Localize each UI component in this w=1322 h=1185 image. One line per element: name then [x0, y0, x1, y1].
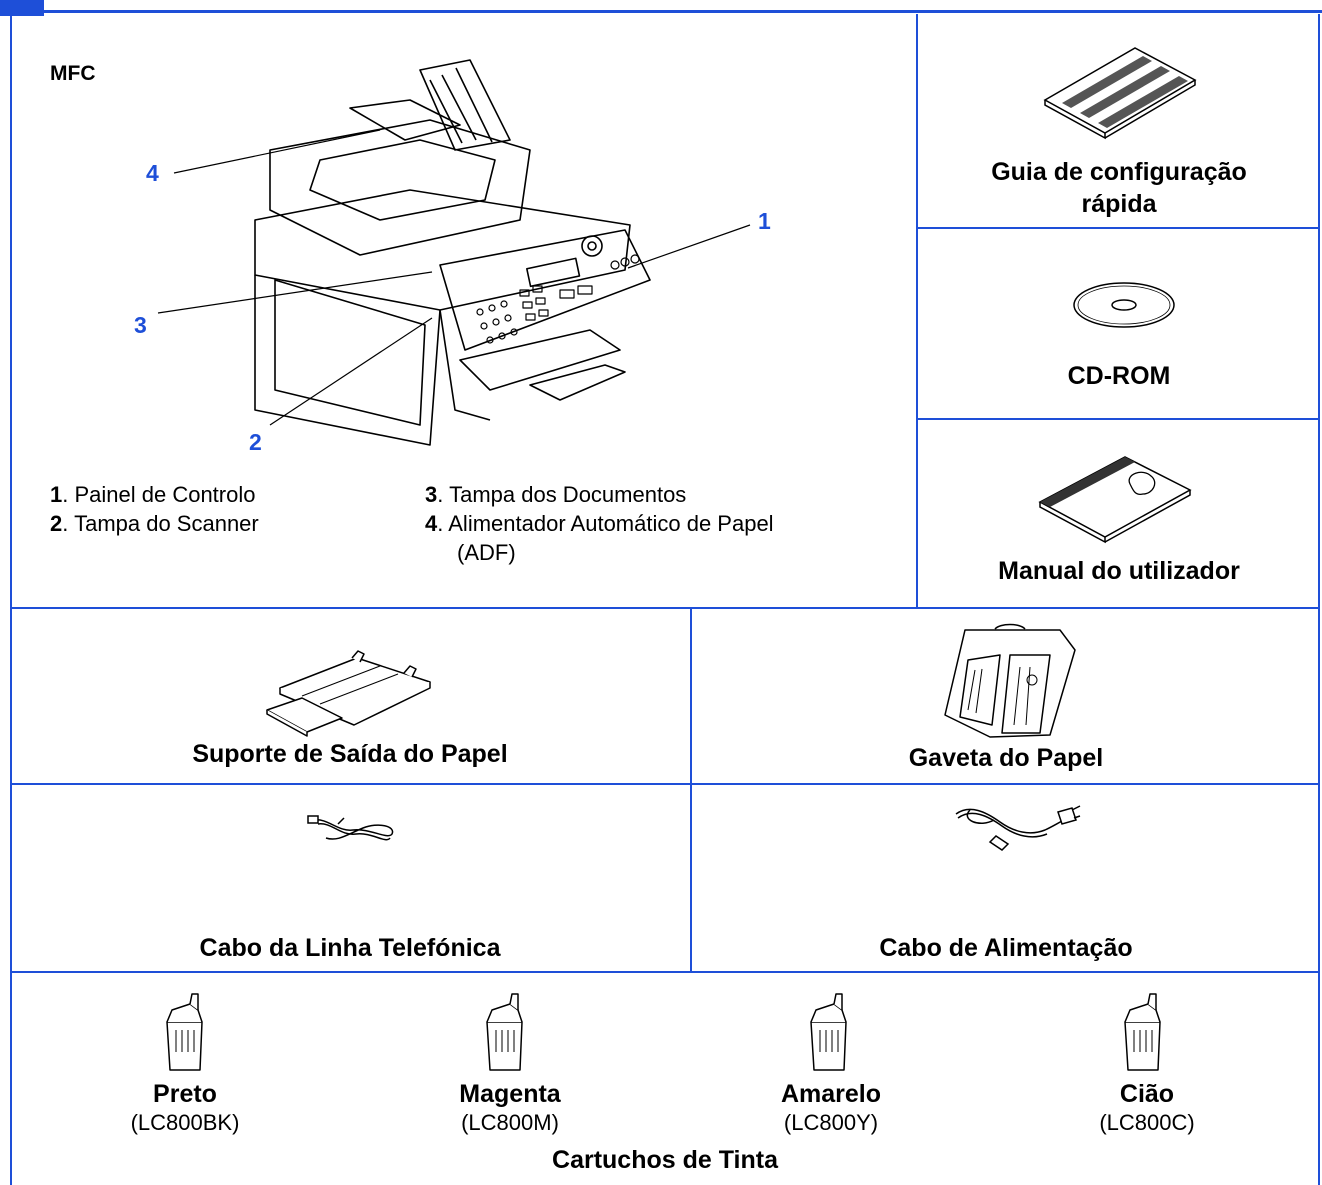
ink-cartridge-icon [486, 993, 523, 1071]
mfc-title: MFC [50, 62, 96, 85]
legend-item-3: 3. Tampa dos Documentos [425, 482, 687, 507]
paper-tray-illustration [944, 623, 1076, 738]
divider [690, 607, 692, 973]
legend-item-2: 2. Tampa do Scanner [50, 511, 259, 536]
cartridge-magenta-name: Magenta [459, 1080, 561, 1108]
page-header-bar [0, 0, 1322, 16]
cartridge-cyan-code: (LC800C) [1099, 1110, 1195, 1135]
legend-col-2: 3. Tampa dos Documentos 4. Alimentador A… [425, 480, 774, 567]
cartridge-yellow-name: Amarelo [780, 1080, 882, 1108]
ink-cartridge-icon [810, 993, 847, 1071]
legend-item-4-cont: (ADF) [457, 540, 516, 565]
legend-col-1: 1. Painel de Controlo 2. Tampa do Scanne… [50, 480, 259, 538]
ink-cartridge-icon [166, 993, 203, 1071]
cartridge-black-code: (LC800BK) [130, 1110, 240, 1135]
quick-guide-booklet-illustration [1043, 47, 1197, 140]
divider [10, 783, 1320, 785]
divider [10, 607, 1320, 609]
ink-cartridge-icon [1124, 993, 1161, 1071]
divider [10, 971, 1320, 973]
divider [916, 418, 1320, 420]
power-cord-illustration [955, 805, 1081, 851]
paper-tray-label: Gaveta do Papel [908, 744, 1104, 772]
quick-guide-label: Guia de configuração rápida [991, 158, 1247, 218]
callout-3: 3 [134, 312, 147, 338]
legend-item-4: 4. Alimentador Automático de Papel [425, 511, 774, 536]
cdrom-label: CD-ROM [1067, 362, 1171, 390]
phone-cord-label: Cabo da Linha Telefónica [199, 934, 501, 962]
divider [916, 14, 918, 608]
cdrom-disc-illustration [1073, 282, 1175, 328]
header-rule [0, 10, 1322, 13]
callout-1: 1 [758, 208, 771, 234]
cartridge-magenta-code: (LC800M) [461, 1110, 559, 1135]
output-support-label: Suporte de Saída do Papel [192, 740, 508, 768]
output-support-illustration [266, 650, 431, 737]
legend-item-1: 1. Painel de Controlo [50, 482, 256, 507]
cartridge-yellow-code: (LC800Y) [783, 1110, 879, 1135]
contents-table [10, 14, 1320, 1185]
cartridge-cyan-name: Cião [1119, 1080, 1175, 1108]
callout-2: 2 [249, 429, 262, 455]
cartridge-black-name: Preto [153, 1080, 217, 1108]
user-manual-booklet-illustration [1038, 456, 1192, 544]
phone-cord-illustration [307, 815, 394, 841]
mfc-printer-illustration [254, 59, 651, 446]
callout-4: 4 [146, 160, 159, 186]
divider [916, 227, 1320, 229]
user-manual-label: Manual do utilizador [998, 557, 1240, 585]
ink-cartridges-label: Cartuchos de Tinta [552, 1146, 778, 1174]
power-cord-label: Cabo de Alimentação [879, 934, 1133, 962]
